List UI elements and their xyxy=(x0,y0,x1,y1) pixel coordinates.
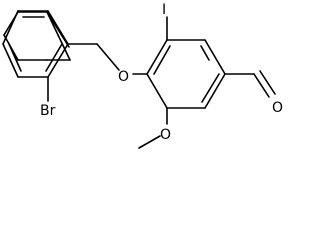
methoxy-methyl-bond xyxy=(138,135,161,149)
ring-bond xyxy=(146,39,168,75)
ring-bond xyxy=(47,10,69,45)
central-ring xyxy=(146,39,226,109)
aromatic-inner-bond xyxy=(153,45,171,75)
ring-bond xyxy=(204,39,226,75)
ring-bond xyxy=(146,73,168,109)
bromophenyl-ring-detailed xyxy=(2,10,69,78)
ring-bond xyxy=(2,10,19,45)
structure-diagram: Br O I O O xyxy=(2,2,284,149)
ring-bond xyxy=(2,43,19,78)
ch2-o-bond xyxy=(96,43,120,71)
aromatic-inner-bond xyxy=(200,45,210,61)
aromatic-inner-bond xyxy=(45,43,63,72)
ring-bond xyxy=(204,73,226,109)
aldehyde-double-bond xyxy=(259,70,276,95)
aromatic-inner-bond xyxy=(201,73,220,103)
ring-bond xyxy=(46,11,70,48)
molecule-drawing: Br O I O O xyxy=(2,2,283,149)
aldehyde-oxygen-label: O xyxy=(272,100,283,116)
ring-bond xyxy=(46,11,71,61)
ether-oxygen-label: O xyxy=(118,69,129,85)
ring-bond xyxy=(47,43,69,78)
aldehyde-c-o-bond xyxy=(253,73,270,98)
iodine-label: I xyxy=(162,2,166,18)
bromine-label: Br xyxy=(40,103,56,119)
methoxy-oxygen-label: O xyxy=(160,127,171,143)
aromatic-inner-bond xyxy=(8,43,22,72)
